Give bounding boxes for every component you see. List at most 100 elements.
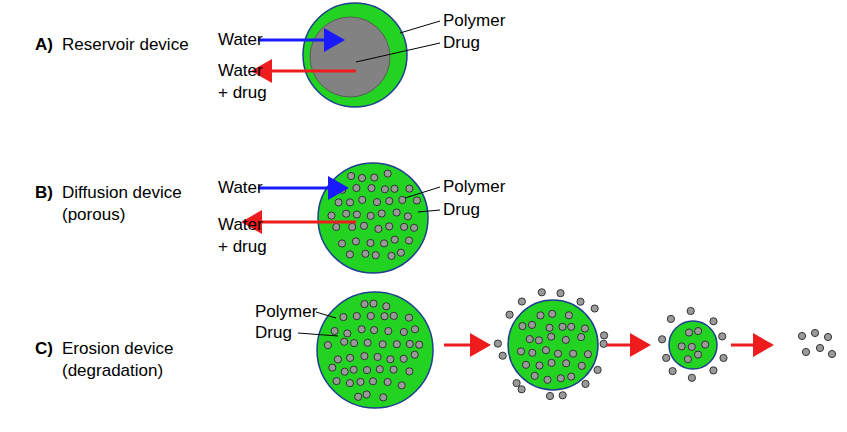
drug-particle — [405, 237, 412, 244]
drug-particle — [378, 210, 385, 217]
drug-particle — [518, 298, 525, 305]
drug-particle — [694, 351, 701, 358]
drug-particle — [559, 323, 566, 330]
panel-letter: B) — [35, 182, 65, 204]
drug-particle — [375, 225, 382, 232]
drug-particle — [536, 362, 543, 369]
drug-particle — [370, 300, 377, 307]
drug-particle — [578, 362, 585, 369]
drug-particle — [351, 340, 358, 347]
drug-particle — [329, 364, 336, 371]
drug-particle — [352, 238, 359, 245]
drug-particle — [400, 355, 407, 362]
drug-particle — [537, 312, 544, 319]
part-label: Polymer — [443, 176, 533, 198]
drug-particle — [335, 199, 342, 206]
drug-particle — [816, 344, 823, 351]
drug-particle — [331, 327, 338, 334]
drug-particle — [577, 298, 584, 305]
drug-particle — [383, 303, 390, 310]
drug-particle — [568, 323, 575, 330]
water-drug-out-arrow — [254, 70, 356, 73]
drug-particle — [559, 392, 566, 399]
drug-particle — [667, 315, 674, 322]
drug-particle — [557, 375, 564, 382]
flow-label: Water + drug — [218, 214, 276, 258]
drug-particle — [363, 367, 370, 374]
drug-particle — [333, 378, 340, 385]
drug-particle — [544, 376, 551, 383]
drug-particle — [824, 333, 831, 340]
drug-particle — [557, 290, 564, 297]
drug-particle — [570, 350, 577, 357]
drug-particle — [393, 341, 400, 348]
drug-particle — [333, 223, 340, 230]
drug-particle — [798, 332, 805, 339]
drug-particle — [688, 343, 695, 350]
leader-line — [400, 21, 440, 33]
drug-particle — [401, 223, 408, 230]
stage-arrow — [731, 344, 771, 347]
water-in-arrow — [258, 39, 342, 42]
drug-particle — [385, 328, 392, 335]
drug-particle — [380, 394, 387, 401]
drug-particle — [367, 312, 374, 319]
drug-particle — [584, 351, 591, 358]
drug-particle — [348, 172, 355, 179]
drug-particle — [390, 366, 397, 373]
drug-particle — [546, 324, 553, 331]
drug-particle — [581, 325, 588, 332]
panel-letter: C) — [35, 338, 65, 360]
drug-particle — [562, 336, 569, 343]
drug-particle — [398, 382, 405, 389]
drug-particle — [399, 196, 406, 203]
drug-particle — [710, 367, 717, 374]
polymer-matrix — [508, 300, 598, 390]
polymer-matrix — [318, 163, 428, 273]
drug-particle — [499, 352, 506, 359]
drug-particle — [811, 329, 818, 336]
drug-particle — [684, 356, 691, 363]
drug-particle — [406, 368, 413, 375]
drug-particle — [346, 380, 353, 387]
drug-particle — [344, 330, 351, 337]
drug-particle — [568, 373, 575, 380]
leader-line — [356, 43, 440, 62]
drug-particle — [601, 332, 608, 339]
drug-particle — [391, 236, 398, 243]
drug-particle — [340, 314, 347, 321]
drug-particle — [416, 341, 423, 348]
drug-particle — [563, 360, 570, 367]
drug-particle — [346, 251, 353, 258]
drug-particle — [374, 353, 381, 360]
drug-particle — [341, 338, 348, 345]
drug-particle — [369, 378, 376, 385]
drug-particle — [338, 240, 345, 247]
drug-particle — [687, 307, 694, 314]
drug-particle — [535, 337, 542, 344]
panel-letter: A) — [35, 34, 65, 56]
drug-particle — [828, 350, 835, 357]
drug-particle — [353, 211, 360, 218]
leader-line — [316, 312, 336, 318]
drug-particle — [361, 353, 368, 360]
drug-particle — [720, 354, 727, 361]
drug-particle — [343, 210, 350, 217]
drug-particle — [506, 311, 513, 318]
drug-particles — [324, 289, 835, 401]
part-label: Drug — [255, 322, 335, 344]
leader-line — [298, 333, 338, 336]
drug-particle — [324, 342, 331, 349]
drug-particle — [393, 209, 400, 216]
drug-particle — [379, 341, 386, 348]
drug-particle — [519, 323, 526, 330]
drug-particle — [391, 185, 398, 192]
drug-particle — [387, 356, 394, 363]
part-label: Drug — [443, 32, 533, 54]
drug-particle — [328, 212, 335, 219]
drug-particle — [669, 368, 676, 375]
drug-particle — [702, 341, 709, 348]
drug-particle — [353, 184, 360, 191]
drug-particle — [565, 312, 572, 319]
drug-particle — [367, 239, 374, 246]
